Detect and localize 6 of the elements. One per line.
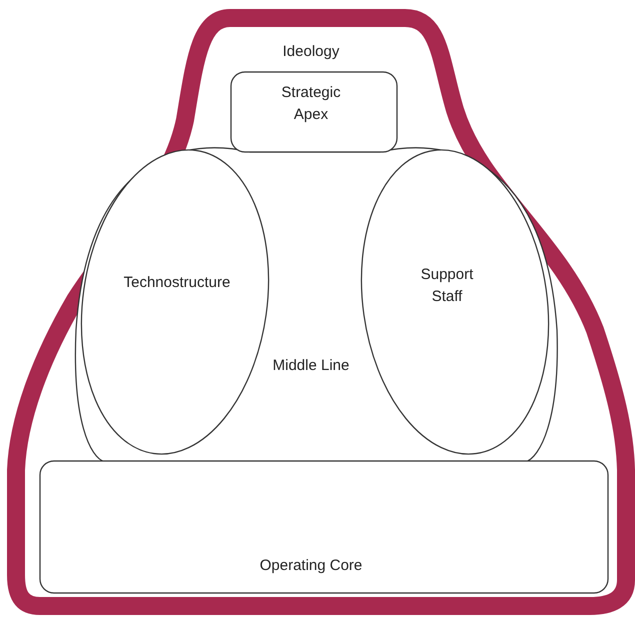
node-label: Technostructure (122, 273, 232, 293)
node-label: Strategic Apex (280, 83, 342, 125)
node-label: Support Staff (420, 265, 474, 307)
node-label: Ideology (282, 42, 340, 62)
node-label: Operating Core (258, 556, 364, 576)
node-label: Middle Line (272, 356, 350, 376)
